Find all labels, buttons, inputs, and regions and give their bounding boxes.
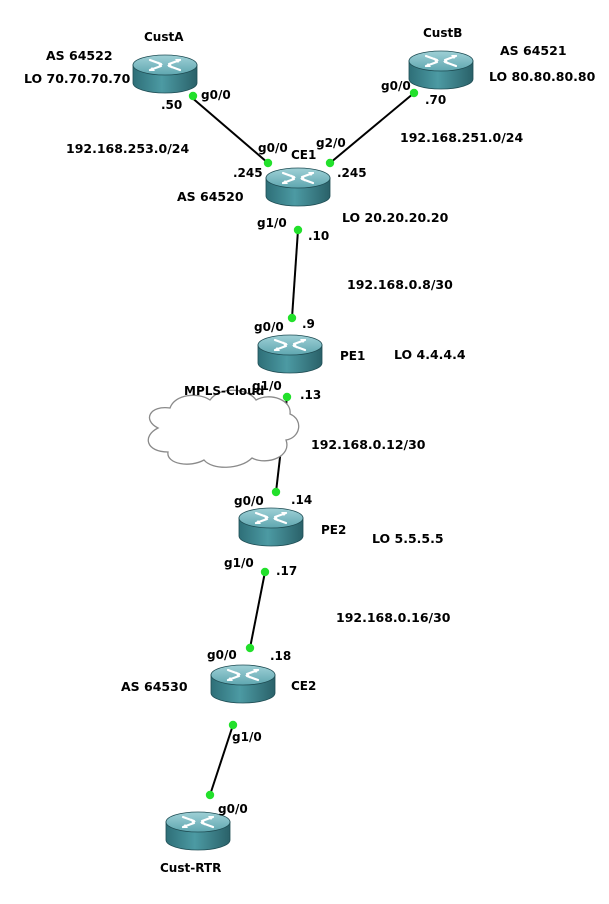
router-name-custb: CustB	[423, 26, 462, 40]
subnet-labels: 192.168.253.0/24 192.168.251.0/24 192.16…	[66, 130, 523, 625]
iface-ce1-g1-0: g1/0	[257, 216, 287, 230]
iface-custb-g0-0: g0/0	[381, 79, 411, 93]
port-ce2-g0-0[interactable]	[245, 643, 255, 653]
ip-ce1-g0-0: .245	[233, 166, 263, 180]
loopback-pe1: LO 4.4.4.4	[394, 347, 466, 362]
port-pe1-g1-0[interactable]	[282, 392, 292, 402]
iface-ce1-g2-0: g2/0	[316, 136, 346, 150]
router-pe2-icon[interactable]	[237, 506, 305, 548]
ports	[188, 88, 419, 800]
subnet-pe2-ce2: 192.168.0.16/30	[336, 610, 451, 625]
iface-pe1-g0-0: g0/0	[254, 320, 284, 334]
iface-pe2-g0-0: g0/0	[234, 494, 264, 508]
router-names: CustA CustB CE1 PE1 PE2 CE2 Cust-RTR MPL…	[144, 26, 462, 875]
as-label-custa: AS 64522	[46, 48, 113, 63]
router-custa-icon[interactable]	[131, 53, 199, 95]
link-ce2-custrtr[interactable]	[209, 724, 234, 796]
subnet-ce1-pe1: 192.168.0.8/30	[347, 277, 453, 292]
ip-pe1-g1-0: .13	[300, 388, 321, 402]
iface-custa-g0-0: g0/0	[201, 88, 231, 102]
ip-pe2-g0-0: .14	[291, 493, 312, 507]
link-ce1-pe1[interactable]	[291, 229, 299, 319]
as-labels: AS 64522 AS 64521 AS 64520 AS 64530	[46, 43, 567, 694]
loopback-ce1: LO 20.20.20.20	[342, 210, 449, 225]
ip-ce1-g1-0: .10	[308, 229, 329, 243]
host-ip-labels: .50 .70 .245 .245 .10 .9 .13 .14 .17 .18	[161, 93, 446, 663]
port-cust-rtr-g0-0[interactable]	[205, 790, 215, 800]
subnet-custb-ce1: 192.168.251.0/24	[400, 130, 523, 145]
port-ce1-g2-0[interactable]	[325, 158, 335, 168]
ip-pe2-g1-0: .17	[276, 564, 297, 578]
port-pe2-g1-0[interactable]	[260, 567, 270, 577]
iface-pe1-g1-0: g1/0	[252, 379, 282, 393]
router-name-ce1: CE1	[291, 148, 316, 162]
port-pe2-g0-0[interactable]	[271, 487, 281, 497]
iface-cust-rtr-g0-0: g0/0	[218, 802, 248, 816]
link-custa-ce1[interactable]	[189, 95, 269, 164]
port-ce2-g1-0[interactable]	[228, 720, 238, 730]
ip-custa: .50	[161, 98, 182, 112]
ip-ce2-g0-0: .18	[270, 649, 291, 663]
as-label-custb: AS 64521	[500, 43, 567, 58]
cloud-name: MPLS-Cloud	[184, 384, 264, 398]
loopback-pe2: LO 5.5.5.5	[372, 531, 444, 546]
iface-ce2-g1-0: g1/0	[232, 730, 262, 744]
subnet-pe1-pe2: 192.168.0.12/30	[311, 437, 426, 452]
loopback-custa: LO 70.70.70.70	[24, 71, 131, 86]
router-name-ce2: CE2	[291, 679, 316, 693]
port-pe1-g0-0[interactable]	[287, 313, 297, 323]
ip-ce1-g2-0: .245	[337, 166, 367, 180]
link-pe2-ce2[interactable]	[249, 571, 266, 649]
as-label-ce1: AS 64520	[177, 189, 244, 204]
router-name-cust-rtr: Cust-RTR	[160, 861, 221, 875]
router-name-custa: CustA	[144, 30, 184, 44]
port-ce1-g1-0[interactable]	[293, 225, 303, 235]
iface-ce2-g0-0: g0/0	[207, 648, 237, 662]
link-custb-ce1[interactable]	[329, 92, 415, 164]
iface-ce1-g0-0: g0/0	[258, 141, 288, 155]
port-custb-g0-0[interactable]	[409, 88, 419, 98]
as-label-ce2: AS 64530	[121, 679, 188, 694]
loopback-custb: LO 80.80.80.80	[489, 69, 596, 84]
router-name-pe2: PE2	[321, 523, 346, 537]
iface-pe2-g1-0: g1/0	[224, 556, 254, 570]
ip-pe1-g0-0: .9	[302, 317, 315, 331]
ip-custb: .70	[425, 93, 446, 107]
router-ce1-icon[interactable]	[264, 166, 332, 208]
router-cust-rtr-icon[interactable]	[164, 810, 232, 852]
interface-labels: g0/0 g0/0 g0/0 g2/0 g1/0 g0/0 g1/0 g0/0 …	[201, 79, 411, 816]
router-custb-icon[interactable]	[407, 49, 475, 91]
port-custa-g0-0[interactable]	[188, 91, 198, 101]
router-pe1-icon[interactable]	[256, 333, 324, 375]
mpls-cloud-icon[interactable]	[147, 389, 300, 468]
router-ce2-icon[interactable]	[209, 663, 277, 705]
port-ce1-g0-0[interactable]	[263, 158, 273, 168]
subnet-custa-ce1: 192.168.253.0/24	[66, 141, 189, 156]
loopback-labels: LO 70.70.70.70 LO 80.80.80.80 LO 20.20.2…	[24, 69, 596, 546]
router-name-pe1: PE1	[340, 349, 365, 363]
